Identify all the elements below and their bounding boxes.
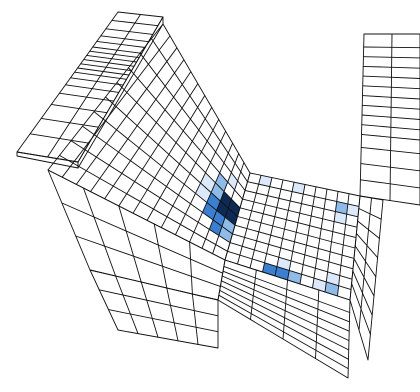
- left-wall-v-line: [70, 140, 231, 244]
- left-flange-top-v-line: [100, 35, 150, 43]
- left-wall-v-line: [128, 67, 243, 200]
- right-flange-top-v-line: [361, 124, 420, 131]
- floor-v-line: [287, 184, 306, 281]
- left-wall-v-line: [82, 125, 233, 235]
- heat-cell: [335, 201, 348, 215]
- left-flange-top-v-line: [70, 77, 124, 86]
- floor-v-line: [237, 174, 262, 265]
- floor-left-front-v-line: [98, 289, 219, 317]
- floor-v-line: [249, 177, 273, 269]
- right-wall-v-line: [353, 257, 375, 297]
- left-flange-top-v-line: [40, 117, 99, 128]
- left-flange-top-v-line: [105, 28, 154, 35]
- left-flange-top-v-line: [92, 46, 143, 54]
- left-flange-side-outline: [77, 16, 164, 169]
- floor-left-front-u-line: [191, 293, 199, 345]
- right-wall-v-line: [354, 245, 377, 278]
- floor-left-front-face: [90, 270, 218, 348]
- left-flange-top-v-line: [96, 40, 146, 48]
- floor-front-v-line: [315, 289, 320, 359]
- heat-cell: [325, 281, 339, 296]
- left-wall-v-line: [151, 38, 248, 183]
- left-flange-top-face: [17, 12, 163, 162]
- floor-v-line: [324, 190, 339, 293]
- left-wall-lower-u-line: [189, 241, 193, 295]
- heat-cell: [334, 211, 347, 225]
- right-flange-top-v-line: [359, 179, 420, 189]
- right-wall-face: [350, 196, 383, 360]
- left-flange-top-v-line: [29, 133, 90, 144]
- left-wall-lower-v-line: [61, 202, 224, 274]
- right-flange-top-v-line: [360, 146, 420, 155]
- left-flange-top-v-line: [83, 59, 135, 67]
- left-flange-top-v-line: [86, 54, 138, 63]
- right-flange-top-v-line: [361, 104, 420, 110]
- floor-face: [225, 173, 360, 300]
- left-wall-lower-face: [48, 170, 225, 300]
- heat-cell: [292, 182, 305, 194]
- floor-left-front-v-line: [108, 309, 219, 333]
- right-flange-top-outline: [359, 33, 420, 206]
- right-wall-v-line: [358, 208, 382, 220]
- left-flange-top-v-line: [80, 63, 133, 72]
- floor-left-front-u-line: [140, 281, 159, 338]
- left-wall-v-line: [139, 52, 246, 191]
- floor-left-front-u-line: [166, 287, 179, 342]
- right-flange-top-v-line: [362, 65, 420, 69]
- right-wall-v-line: [357, 220, 380, 239]
- left-wall-v-line: [116, 81, 241, 209]
- heat-cell: [276, 257, 291, 271]
- right-wall-v-line: [351, 282, 371, 335]
- floor-v-line: [262, 179, 284, 273]
- right-flange-top-v-line: [360, 163, 420, 172]
- left-flange-top-v-line: [77, 67, 130, 76]
- right-flange-top-v-line: [362, 56, 420, 59]
- left-wall-v-line: [93, 111, 236, 226]
- heat-cell: [346, 203, 359, 217]
- left-flange-top-v-line: [89, 50, 140, 59]
- heat-cell: [227, 172, 238, 190]
- left-flange-top-v-line: [50, 103, 108, 114]
- right-flange-top-v-line: [363, 46, 420, 49]
- right-flange-top-v-line: [361, 114, 420, 120]
- left-wall-lower-u-line: [82, 187, 117, 277]
- left-flange-top-u-line: [47, 14, 141, 158]
- right-wall-v-line: [355, 232, 379, 259]
- right-flange-top-v-line: [362, 75, 420, 79]
- left-flange-top-v-line: [111, 19, 159, 27]
- heat-cell: [287, 270, 302, 284]
- floor-front-v-line: [282, 279, 288, 340]
- right-flange-top-v-line: [362, 95, 420, 100]
- floor-v-line: [299, 186, 317, 285]
- left-flange-top-v-line: [74, 71, 127, 80]
- left-wall-lower-v-line: [75, 235, 221, 287]
- left-wall-lower-u-line: [153, 223, 168, 289]
- floor-left-front-u-line: [115, 275, 139, 335]
- left-wall-lower-u-line: [118, 205, 142, 283]
- floor-v-line: [312, 188, 328, 289]
- heat-cell: [326, 271, 340, 286]
- left-wall-face: [48, 24, 250, 260]
- left-wall-v-line: [105, 96, 238, 217]
- right-flange-top-v-line: [361, 133, 420, 141]
- heat-cell: [258, 175, 272, 187]
- left-flange-top-v-line: [58, 92, 115, 102]
- floor-front-v-line: [250, 269, 257, 320]
- floor-v-line: [337, 193, 350, 297]
- left-wall-v-line: [59, 154, 228, 252]
- right-wall-v-line: [352, 270, 373, 316]
- heat-cell: [312, 278, 327, 292]
- floor-v-line: [274, 181, 295, 277]
- right-flange-top-v-line: [362, 85, 420, 90]
